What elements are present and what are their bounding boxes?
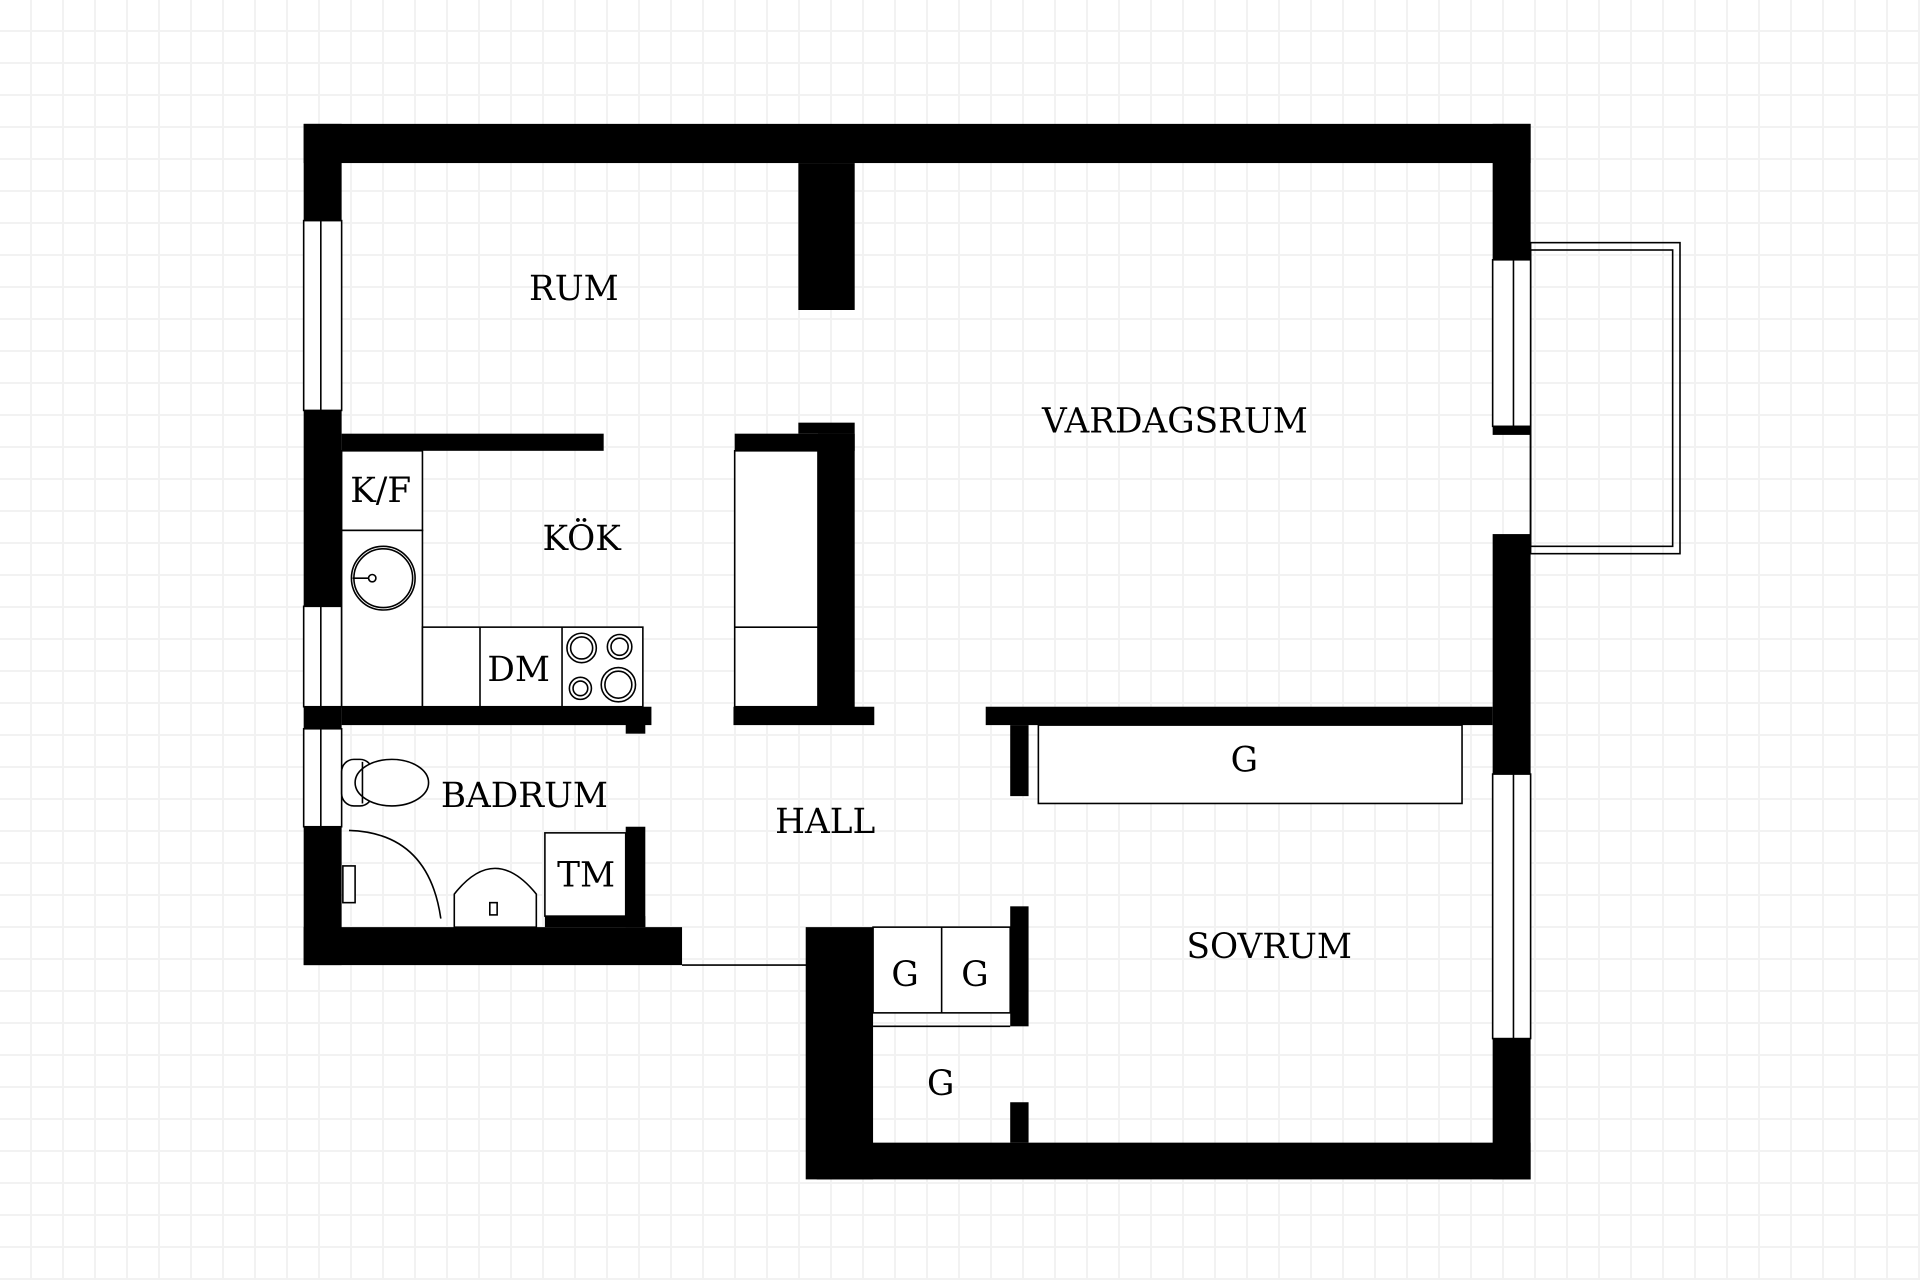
room-label-kok: KÖK <box>542 518 622 559</box>
stove-icon <box>566 632 637 703</box>
washbasin-icon <box>453 867 538 928</box>
dishwasher-label: DM <box>487 650 550 690</box>
fridge-freezer-label: K/F <box>350 471 411 511</box>
wardrobe-label: G <box>1231 741 1258 781</box>
wardrobe-label: G <box>891 955 918 995</box>
toilet-icon <box>340 758 430 807</box>
room-label-hall: HALL <box>775 802 875 842</box>
room-label-rum: RUM <box>529 269 619 309</box>
fixtures <box>340 450 1463 1028</box>
room-label-sovrum: SOVRUM <box>1187 927 1352 967</box>
room-label-vardagsrum: VARDAGSRUM <box>1041 401 1308 441</box>
sink-icon <box>350 545 416 611</box>
room-label-badrum: BADRUM <box>441 776 608 816</box>
walls <box>303 123 1531 1180</box>
windows <box>302 219 1532 1040</box>
washing-machine-label: TM <box>557 856 615 896</box>
wardrobe-label: G <box>961 955 988 995</box>
wardrobe-label: G <box>927 1064 954 1104</box>
shower-icon <box>342 829 442 919</box>
balcony <box>1529 241 1681 555</box>
